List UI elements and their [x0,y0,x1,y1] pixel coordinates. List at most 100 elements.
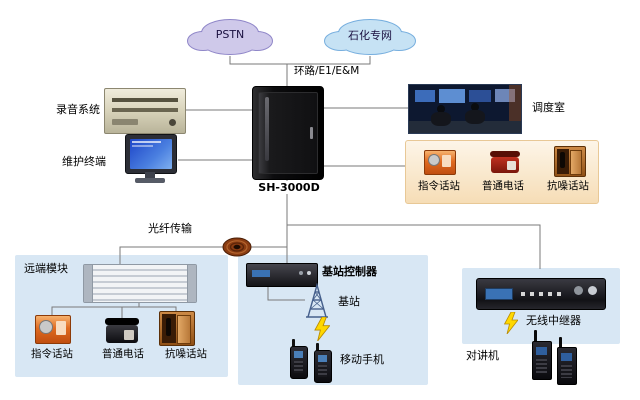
telephone-icon [490,151,520,173]
cabinet-window [265,97,269,161]
walkie-body [532,341,552,380]
walkie-talkie-icon [532,330,552,380]
walkie-screen [536,347,547,355]
photo-screen [415,90,435,102]
dispatch-room-photo [408,84,522,134]
walkie-screen [561,353,572,361]
handset-antenna [316,343,319,351]
phone-keypad [124,330,134,340]
recording-system-device [104,88,186,134]
command-station-icon [35,315,71,344]
repeater-knob [574,286,583,295]
handset-antenna [292,339,295,347]
device-panel [112,119,138,125]
bsc-display [252,270,270,277]
handset-body [290,346,308,379]
walkie-antenna [534,330,537,342]
walkie-body [557,347,577,385]
pstn-cloud: PSTN [184,14,276,58]
rack-rail-right [187,265,196,302]
repeater-device [476,278,606,310]
fiber-coil-icon [222,237,252,257]
bsc-label: 基站控制器 [322,265,377,278]
command-station-icon [424,150,456,175]
noise-station-label: 抗噪话站 [547,180,589,192]
mobile-handset-icon [314,343,332,383]
photo-desk [409,121,521,133]
telephone-label: 普通电话 [482,180,524,192]
lightning-icon [503,311,519,335]
maintenance-terminal-label: 维护终端 [62,155,106,168]
walkie-keypad [536,359,547,373]
photo-person [437,105,445,113]
handset-keypad [294,361,303,373]
repeater-knob [588,286,597,295]
maintenance-terminal-monitor [122,134,178,186]
trunk-link-label: 环路/E1/E&M [292,65,362,78]
box-handset [166,318,171,336]
walkie-talkie-icon [557,337,577,385]
repeater-label: 无线中继器 [526,314,581,327]
mobile-handset-icon [290,339,308,379]
telephone-black-icon [105,318,139,343]
monitor-shell [125,134,177,174]
telephone-label: 普通电话 [102,348,144,360]
device-knob [169,119,176,126]
walkie-keypad [561,365,572,378]
monitor-screen [130,139,172,169]
lightning-icon [314,316,331,342]
switch-cabinet [252,86,324,180]
monitor-base [135,178,165,183]
recording-system-label: 录音系统 [56,103,100,116]
device-slot [112,108,178,112]
mobile-label: 移动手机 [340,353,384,366]
photo-person-body [465,110,485,124]
station-panel [442,155,451,167]
monitor-neck [145,172,155,178]
screen-line [132,145,153,147]
cabinet-handle [310,127,313,139]
box-door [177,315,191,344]
device-slot [112,98,178,102]
phone-keypad [507,161,516,170]
fiber-transmission-label: 光纤传输 [148,222,192,235]
base-station-box: 基站控制器 基站 [238,255,428,385]
handset-body [314,350,332,383]
phone-handset [105,318,139,325]
phone-handset [490,151,520,157]
base-station-tower-icon [302,282,332,319]
screen-line [132,141,162,143]
dispatch-room-label: 调度室 [532,101,565,114]
noise-station-label: 抗噪话站 [165,348,207,360]
bsc-led [299,271,303,275]
petro-cloud-label: 石化专网 [348,28,392,42]
photo-person-body [431,112,451,126]
photo-person [471,103,479,111]
base-station-label: 基站 [338,295,360,308]
photo-screen [495,89,515,102]
walkie-antenna [559,337,562,348]
station-panel [56,321,66,335]
handset-dial [39,320,53,334]
handset-keypad [318,365,327,377]
dispatch-stations-panel: 指令话站 普通电话 抗噪话站 [405,140,599,204]
intercom-label: 对讲机 [466,349,499,362]
photo-screen [439,89,465,103]
noise-station-icon [159,311,195,346]
remote-rack-device [83,264,197,303]
repeater-box: 无线中继器 [462,268,620,344]
bsc-led [307,271,311,275]
remote-module-box: 远端模块 指令话站 普通电话 抗噪话站 [15,255,228,377]
repeater-display [485,288,513,300]
cabinet-model-label: SH-3000D [250,181,328,195]
rack-rail-left [84,265,93,302]
petro-network-cloud: 石化专网 [320,14,420,58]
photo-screen [469,90,491,102]
pstn-cloud-label: PSTN [215,28,245,41]
box-handset [560,152,565,168]
noise-station-icon [554,146,586,177]
repeater-buttons [521,292,561,296]
handset-screen [294,351,303,358]
box-door [570,150,582,175]
